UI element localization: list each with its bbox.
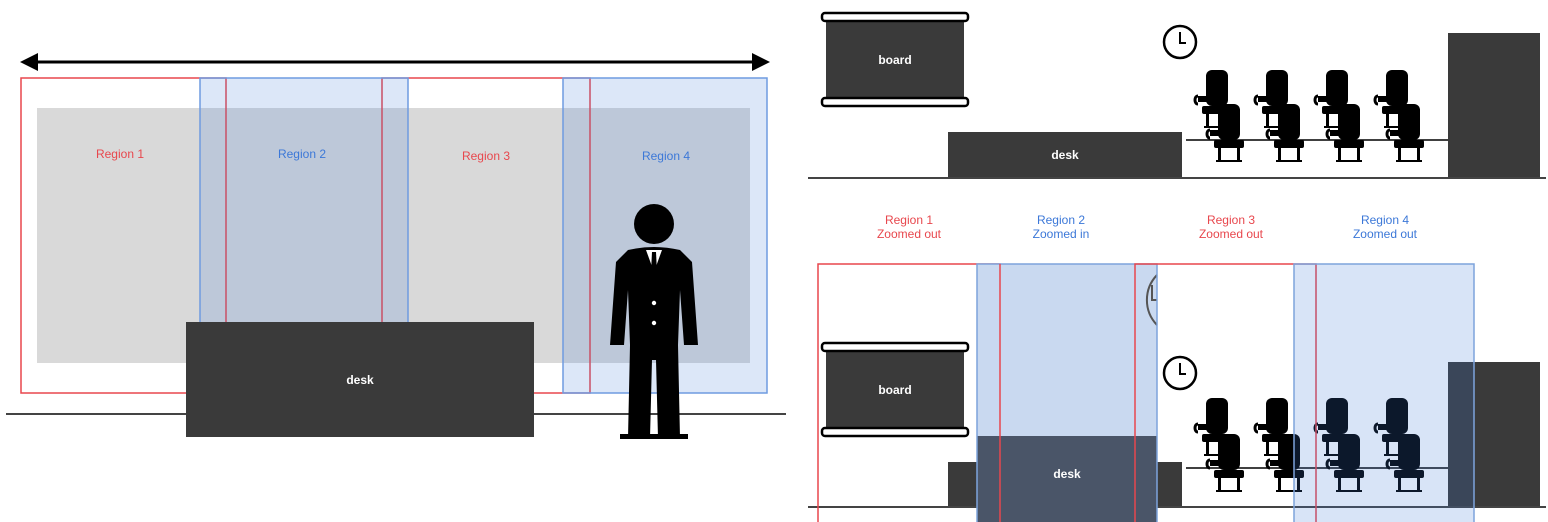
wall-block-bottom xyxy=(1448,362,1540,508)
zoom-region-3-box xyxy=(1134,263,1317,522)
region-1-box xyxy=(20,77,227,394)
zoom-region-labels: Region 1 Zoomed out Region 2 Zoomed in R… xyxy=(877,213,1418,241)
board: board xyxy=(820,11,970,108)
zoom-region-1-name: Region 1 xyxy=(885,213,933,227)
wall-block-top xyxy=(1448,33,1540,178)
zoom-region-3-name: Region 3 xyxy=(1207,213,1255,227)
double-arrow-icon xyxy=(20,53,770,71)
region-4-label: Region 4 xyxy=(642,149,690,163)
right-bottom-panel: board xyxy=(808,263,1546,522)
zoom-region-3-state: Zoomed out xyxy=(1199,227,1264,241)
zoom-region-2-state: Zoomed in xyxy=(1033,227,1090,241)
board-label-bottom: board xyxy=(878,383,911,397)
desk-bottom-left xyxy=(948,462,978,508)
clock-icon xyxy=(1162,24,1198,60)
zoom-region-4-state: Zoomed out xyxy=(1353,227,1418,241)
desk-label-bottom: desk xyxy=(1053,467,1081,481)
region-3-label: Region 3 xyxy=(462,149,510,163)
clock-icon xyxy=(1162,355,1198,391)
chair-icon xyxy=(1193,68,1426,164)
board-label: board xyxy=(878,53,911,67)
desk-label: desk xyxy=(346,373,374,387)
desk-top xyxy=(948,132,1182,178)
desk-bottom-right xyxy=(1157,462,1182,508)
zoom-region-1-state: Zoomed out xyxy=(877,227,942,241)
region-2-label: Region 2 xyxy=(278,147,326,161)
desk xyxy=(186,322,534,437)
zoom-region-2-box: desk xyxy=(976,263,1158,522)
desk-label-top: desk xyxy=(1051,148,1079,162)
zoom-region-4-name: Region 4 xyxy=(1361,213,1409,227)
person-icon xyxy=(610,204,698,439)
board-bottom: board xyxy=(820,341,970,438)
left-panel: Region 1 Region 2 Region 3 Region 4 desk xyxy=(6,53,786,439)
region-1-label: Region 1 xyxy=(96,147,144,161)
zoom-region-2-name: Region 2 xyxy=(1037,213,1085,227)
right-top-panel: board desk xyxy=(808,11,1546,179)
zoom-region-4-box xyxy=(1293,263,1475,522)
